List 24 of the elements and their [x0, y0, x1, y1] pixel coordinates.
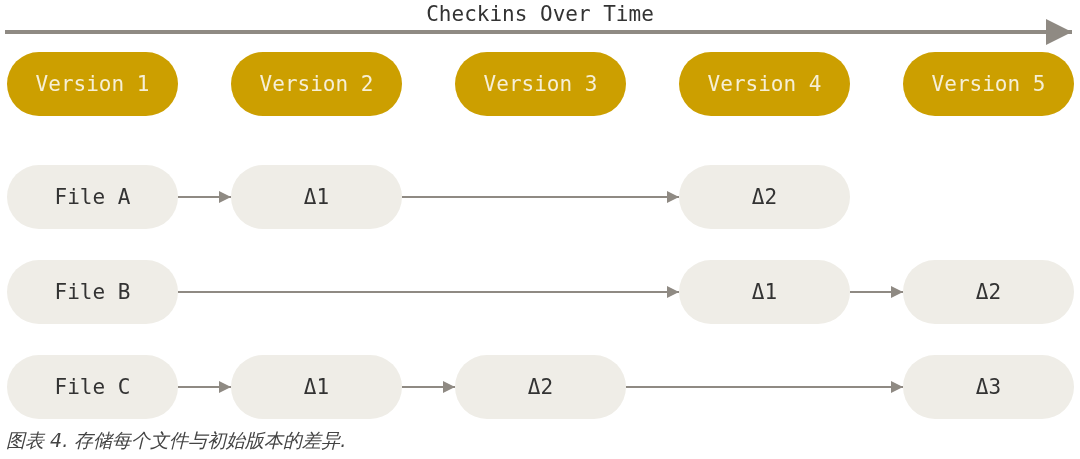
file-pill: Δ1 [231, 355, 402, 419]
version-pill: Version 5 [903, 52, 1074, 116]
version-pill: Version 2 [231, 52, 402, 116]
arrow [177, 191, 232, 203]
version-pill: Version 1 [7, 52, 178, 116]
file-pill: Δ2 [679, 165, 850, 229]
version-pill: Version 3 [455, 52, 626, 116]
timeline-title: Checkins Over Time [426, 1, 654, 28]
figure-caption: 图表 4. 存储每个文件与初始版本的差异. [6, 428, 347, 453]
file-pill: File A [7, 165, 178, 229]
arrow [177, 381, 232, 393]
file-pill: Δ3 [903, 355, 1074, 419]
arrow [849, 286, 904, 298]
file-pill: Δ2 [903, 260, 1074, 324]
file-pill: Δ2 [455, 355, 626, 419]
version-pill: Version 4 [679, 52, 850, 116]
arrow [401, 191, 680, 203]
file-pill: File C [7, 355, 178, 419]
file-pill: Δ1 [679, 260, 850, 324]
arrow [625, 381, 904, 393]
file-pill: File B [7, 260, 178, 324]
file-pill: Δ1 [231, 165, 402, 229]
arrow [177, 286, 680, 298]
arrow [401, 381, 456, 393]
